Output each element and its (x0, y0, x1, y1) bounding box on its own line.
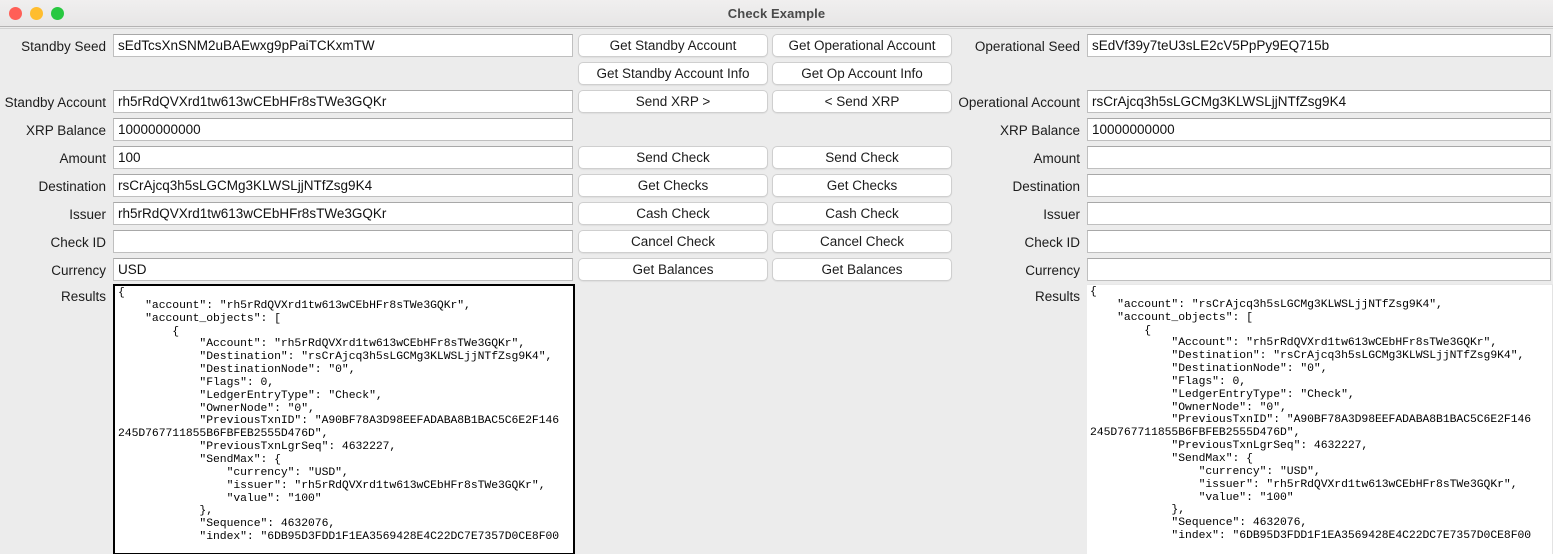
standby-send-check-button[interactable]: Send Check (578, 146, 768, 169)
get-standby-account-info-button[interactable]: Get Standby Account Info (578, 62, 768, 85)
operational-check-id-input[interactable] (1087, 230, 1551, 253)
label-operational-amount: Amount (1033, 151, 1080, 166)
label-operational-results: Results (1034, 289, 1080, 304)
get-op-account-info-button[interactable]: Get Op Account Info (772, 62, 952, 85)
standby-issuer-input[interactable]: rh5rRdQVXrd1tw613wCEbHFr8sTWe3GQKr (113, 202, 573, 225)
label-standby-account: Standby Account (4, 95, 106, 110)
window-controls (9, 7, 64, 20)
label-operational-issuer: Issuer (1043, 207, 1080, 222)
operational-cancel-check-button[interactable]: Cancel Check (772, 230, 952, 253)
label-standby-destination: Destination (38, 179, 106, 194)
label-operational-xrp-balance: XRP Balance (999, 123, 1080, 138)
standby-results-textarea[interactable]: { "account": "rh5rRdQVXrd1tw613wCEbHFr8s… (113, 284, 575, 554)
operational-seed-input[interactable]: sEdVf39y7teU3sLE2cV5PpPy9EQ715b (1087, 34, 1551, 57)
label-standby-issuer: Issuer (69, 207, 106, 222)
operational-currency-input[interactable] (1087, 258, 1551, 281)
send-xrp-left-button[interactable]: < Send XRP (772, 90, 952, 113)
zoom-button[interactable] (51, 7, 64, 20)
standby-get-balances-button[interactable]: Get Balances (578, 258, 768, 281)
standby-xrp-balance-input[interactable]: 10000000000 (113, 118, 573, 141)
standby-cancel-check-button[interactable]: Cancel Check (578, 230, 768, 253)
get-standby-account-button[interactable]: Get Standby Account (578, 34, 768, 57)
label-operational-account: Operational Account (958, 95, 1080, 110)
label-operational-check-id: Check ID (1024, 235, 1080, 250)
standby-destination-input[interactable]: rsCrAjcq3h5sLGCMg3KLWSLjjNTfZsg9K4 (113, 174, 573, 197)
label-standby-amount: Amount (59, 151, 106, 166)
label-standby-results: Results (60, 289, 106, 304)
operational-issuer-input[interactable] (1087, 202, 1551, 225)
operational-send-check-button[interactable]: Send Check (772, 146, 952, 169)
standby-account-input[interactable]: rh5rRdQVXrd1tw613wCEbHFr8sTWe3GQKr (113, 90, 573, 113)
label-standby-currency: Currency (51, 263, 106, 278)
operational-get-balances-button[interactable]: Get Balances (772, 258, 952, 281)
label-standby-check-id: Check ID (50, 235, 106, 250)
standby-get-checks-button[interactable]: Get Checks (578, 174, 768, 197)
operational-account-input[interactable]: rsCrAjcq3h5sLGCMg3KLWSLjjNTfZsg9K4 (1087, 90, 1551, 113)
label-operational-destination: Destination (1012, 179, 1080, 194)
label-standby-xrp-balance: XRP Balance (25, 123, 106, 138)
standby-amount-input[interactable]: 100 (113, 146, 573, 169)
get-operational-account-button[interactable]: Get Operational Account (772, 34, 952, 57)
window-titlebar: Check Example (0, 0, 1553, 27)
operational-destination-input[interactable] (1087, 174, 1551, 197)
window-title: Check Example (727, 5, 826, 21)
minimize-button[interactable] (30, 7, 43, 20)
send-xrp-right-button[interactable]: Send XRP > (578, 90, 768, 113)
standby-currency-input[interactable]: USD (113, 258, 573, 281)
operational-xrp-balance-input[interactable]: 10000000000 (1087, 118, 1551, 141)
label-operational-seed: Operational Seed (974, 39, 1080, 54)
operational-get-checks-button[interactable]: Get Checks (772, 174, 952, 197)
operational-cash-check-button[interactable]: Cash Check (772, 202, 952, 225)
close-button[interactable] (9, 7, 22, 20)
operational-amount-input[interactable] (1087, 146, 1551, 169)
label-operational-currency: Currency (1025, 263, 1080, 278)
standby-cash-check-button[interactable]: Cash Check (578, 202, 768, 225)
standby-check-id-input[interactable] (113, 230, 573, 253)
standby-seed-input[interactable]: sEdTcsXnSNM2uBAEwxg9pPaiTCKxmTW (113, 34, 573, 57)
operational-results-textarea[interactable]: { "account": "rsCrAjcq3h5sLGCMg3KLWSLjjN… (1087, 284, 1553, 554)
window-content: Standby Seed Standby Account XRP Balance… (0, 28, 1553, 554)
label-standby-seed: Standby Seed (21, 39, 106, 54)
